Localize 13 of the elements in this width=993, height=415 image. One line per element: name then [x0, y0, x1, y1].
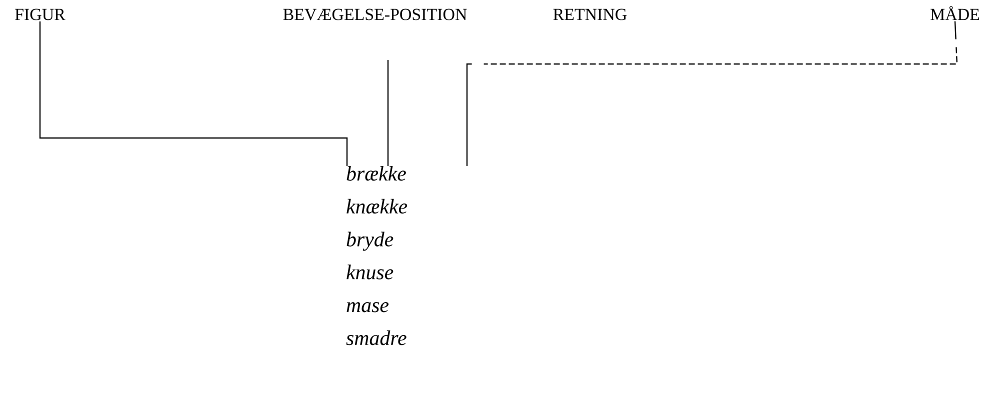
connector-line — [466, 21, 958, 166]
heading-label: MÅDE — [930, 6, 980, 20]
word: brække — [346, 166, 406, 181]
connector-line — [387, 60, 389, 166]
word: knuse — [346, 264, 394, 280]
connector-line — [39, 21, 348, 166]
word: knække — [346, 198, 408, 214]
heading-label: FIGUR — [15, 8, 66, 20]
heading-label: RETNING — [553, 8, 627, 20]
word: mase — [346, 302, 389, 312]
word: smadre — [346, 330, 406, 346]
word: bryde — [346, 232, 394, 251]
heading-label: BEVÆGELSE-POSITION — [283, 8, 467, 20]
